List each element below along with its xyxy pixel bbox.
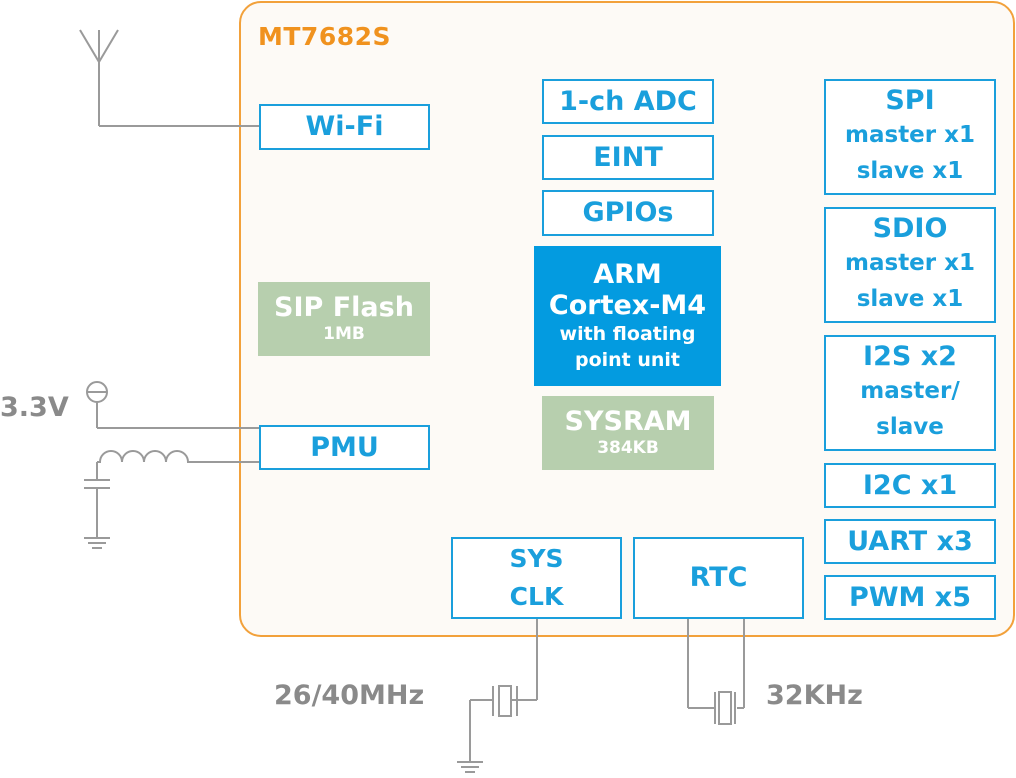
adc-block: 1-ch ADC — [542, 79, 714, 124]
wifi-label: Wi-Fi — [305, 111, 384, 142]
uart-label: UART x3 — [847, 525, 973, 557]
arm-line1: ARM — [593, 259, 662, 290]
spi-block: SPI master x1 slave x1 — [824, 79, 996, 195]
pmu-block: PMU — [259, 425, 430, 470]
i2c-block: I2C x1 — [824, 463, 996, 508]
gpios-block: GPIOs — [542, 190, 714, 236]
arm-line2: Cortex-M4 — [548, 290, 707, 321]
arm-line3: with floating — [559, 323, 696, 345]
eint-block: EINT — [542, 135, 714, 180]
eint-label: EINT — [593, 141, 663, 173]
ground-icon — [457, 761, 483, 773]
i2s-label: I2S x2 — [863, 341, 957, 372]
antenna-icon — [79, 29, 259, 127]
pmu-label: PMU — [310, 431, 379, 463]
pwm-label: PWM x5 — [848, 581, 972, 613]
rtc-label: RTC — [689, 562, 748, 593]
sdio-block: SDIO master x1 slave x1 — [824, 207, 996, 323]
ground-icon — [84, 537, 110, 549]
i2s-master: master/ — [860, 378, 960, 404]
i2s-slave: slave — [876, 414, 944, 440]
sip-flash-block: SIP Flash 1MB — [258, 282, 430, 356]
voltage-label: 3.3V — [0, 392, 69, 423]
arm-cortex-block: ARM Cortex-M4 with floating point unit — [534, 246, 721, 386]
sip-flash-size: 1MB — [323, 324, 365, 344]
i2c-label: I2C x1 — [862, 469, 958, 501]
sysram-block: SYSRAM 384KB — [542, 396, 714, 470]
wifi-block: Wi-Fi — [259, 104, 430, 150]
sysclk-line1: SYS — [509, 544, 564, 573]
chip-title: MT7682S — [258, 22, 392, 51]
crystal-sysclk-icon — [469, 618, 538, 762]
sip-flash-label: SIP Flash — [274, 292, 414, 323]
arm-line4: point unit — [574, 349, 681, 371]
spi-master: master x1 — [845, 122, 975, 148]
uart-block: UART x3 — [824, 519, 996, 564]
spi-label: SPI — [885, 85, 935, 116]
gpios-label: GPIOs — [582, 197, 674, 228]
inductor-icon — [97, 450, 259, 463]
adc-label: 1-ch ADC — [559, 85, 697, 117]
capacitor-icon — [84, 462, 110, 538]
sdio-master: master x1 — [845, 250, 975, 276]
power-source-icon — [86, 381, 259, 429]
rtc-block: RTC — [633, 537, 804, 619]
pwm-block: PWM x5 — [824, 575, 996, 620]
sysclk-line2: CLK — [509, 582, 564, 611]
sysram-label: SYSRAM — [564, 406, 692, 437]
sdio-slave: slave x1 — [856, 286, 964, 312]
rtc-freq-label: 32KHz — [766, 680, 863, 711]
sys-freq-label: 26/40MHz — [274, 680, 425, 711]
sysclk-block: SYS CLK — [451, 537, 622, 619]
crystal-rtc-icon — [687, 618, 745, 725]
sysram-size: 384KB — [597, 438, 659, 458]
spi-slave: slave x1 — [856, 158, 964, 184]
i2s-block: I2S x2 master/ slave — [824, 335, 996, 451]
sdio-label: SDIO — [872, 213, 948, 244]
